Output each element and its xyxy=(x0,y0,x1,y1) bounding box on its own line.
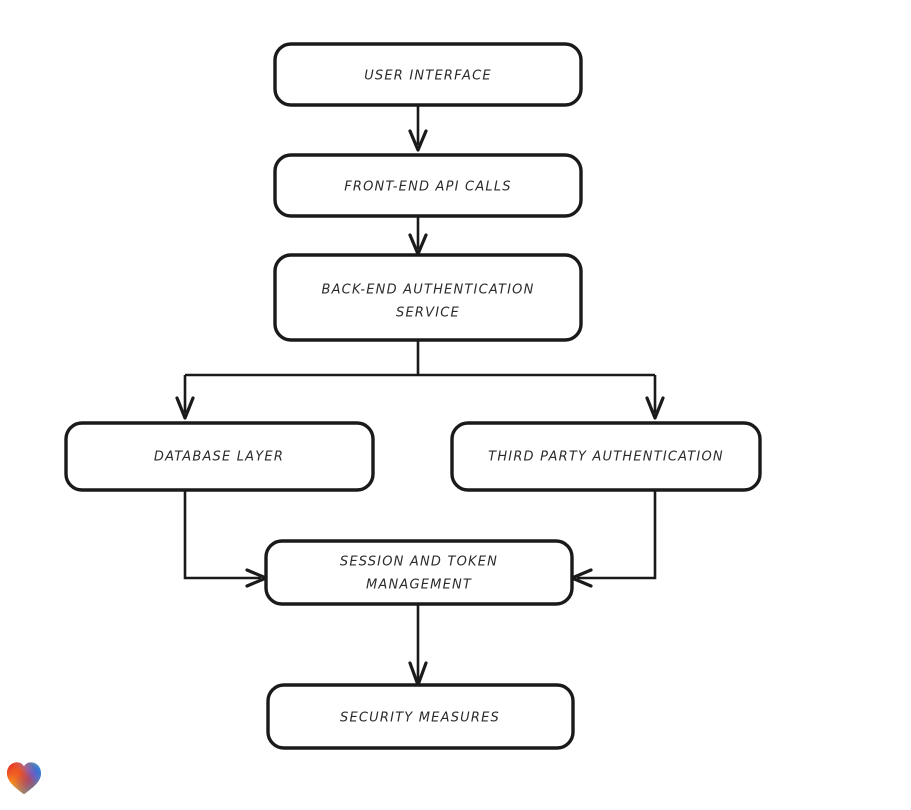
node-session-token-mgmt-label-line2: MANAGEMENT xyxy=(366,578,472,593)
node-session-token-mgmt-label-line1: SESSION AND TOKEN xyxy=(340,555,498,570)
edge-front-end-api-calls-to-back-end-auth-service xyxy=(408,216,428,256)
node-front-end-api-calls[interactable]: FRONT-END API CALLS xyxy=(273,153,583,218)
edge-back-end-auth-service-split-bar xyxy=(185,340,655,377)
edge-database-layer-to-session-token-mgmt xyxy=(183,490,268,588)
node-security-measures[interactable]: SECURITY MEASURES xyxy=(266,683,575,750)
edge-back-end-auth-service-to-database-layer xyxy=(175,375,195,420)
node-security-measures-label: SECURITY MEASURES xyxy=(340,711,500,726)
node-back-end-auth-service-shape xyxy=(273,253,583,342)
node-third-party-auth-shape xyxy=(450,421,762,492)
node-session-token-mgmt-shape xyxy=(264,539,574,606)
node-security-measures-shape xyxy=(266,683,575,750)
node-user-interface-shape xyxy=(273,42,583,107)
node-database-layer-label: DATABASE LAYER xyxy=(154,450,284,465)
node-third-party-auth[interactable]: THIRD PARTY AUTHENTICATION xyxy=(450,421,762,492)
node-database-layer[interactable]: DATABASE LAYER xyxy=(64,421,375,492)
heart-icon xyxy=(7,762,41,795)
edge-user-interface-to-front-end-api-calls xyxy=(408,105,428,152)
node-back-end-auth-service[interactable]: BACK-END AUTHENTICATION SERVICE xyxy=(273,253,583,342)
edge-session-token-mgmt-to-security-measures xyxy=(408,604,428,687)
edge-back-end-auth-service-to-third-party-auth xyxy=(645,375,665,420)
node-front-end-api-calls-shape xyxy=(273,153,583,218)
node-user-interface-label: USER INTERFACE xyxy=(364,69,492,84)
node-back-end-auth-service-label-line2: SERVICE xyxy=(396,306,460,321)
node-session-token-mgmt[interactable]: SESSION AND TOKEN MANAGEMENT xyxy=(264,539,574,606)
node-back-end-auth-service-label-line1: BACK-END AUTHENTICATION xyxy=(321,283,534,298)
node-third-party-auth-label: THIRD PARTY AUTHENTICATION xyxy=(488,450,724,465)
edge-third-party-auth-to-session-token-mgmt xyxy=(570,490,657,588)
node-front-end-api-calls-label: FRONT-END API CALLS xyxy=(344,180,512,195)
node-database-layer-shape xyxy=(64,421,375,492)
node-user-interface[interactable]: USER INTERFACE xyxy=(273,42,583,107)
